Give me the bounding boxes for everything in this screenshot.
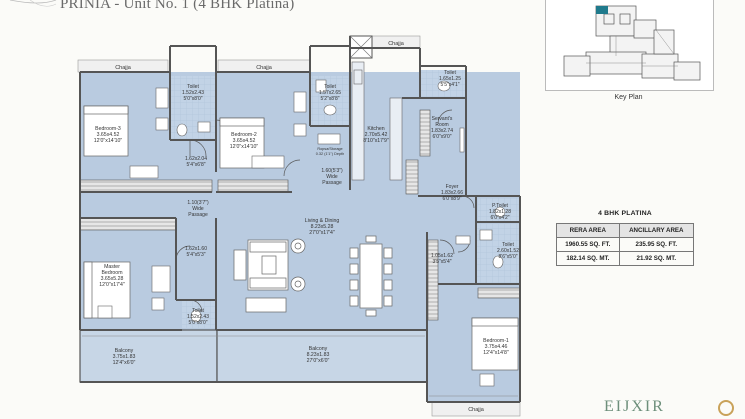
key-plan-drawing bbox=[563, 5, 701, 81]
balcony-1-metric: 3.75x1.83 bbox=[113, 354, 136, 360]
toilet-1-name: Toilet bbox=[187, 84, 199, 90]
bedroom-1-metric: 3.75x4.46 bbox=[485, 344, 508, 350]
balcony-2-imperial: 27'0"x6'0" bbox=[307, 358, 330, 364]
brand-mark-icon bbox=[718, 400, 734, 416]
chajja-bottom-label: Chajja bbox=[468, 407, 485, 413]
bedroom-1-name: Bedroom-1 bbox=[483, 338, 509, 344]
chajja-left-label: Chajja bbox=[115, 65, 132, 71]
foyer-name: Foyer bbox=[446, 184, 459, 190]
passage-5-metric: 1.05x1.62 bbox=[431, 253, 453, 259]
passage-4-imperial: 5'4"x5'3" bbox=[186, 252, 205, 258]
bedroom-2-imperial: 12'0"x14'10" bbox=[230, 144, 259, 150]
balcony-1-imperial: 12'4"x6'0" bbox=[113, 360, 136, 366]
passage-3-wide: Wide bbox=[192, 206, 204, 212]
bedroom-3-imperial: 12'0"x14'10" bbox=[94, 138, 123, 144]
page-title: PRINIA - Unit No. 1 (4 BHK Platina) bbox=[60, 0, 295, 12]
toilet-1-metric: 1.52x2.43 bbox=[182, 90, 204, 96]
passage-2-wide: Wide bbox=[326, 174, 338, 180]
servants-room-imperial: 6'0"x9'0" bbox=[432, 134, 451, 140]
ropsa-storage-name: Ropsa/Storage bbox=[317, 147, 342, 151]
living-dining-imperial: 27'0"x17'4" bbox=[309, 230, 335, 236]
toilet-5-name: Toilet bbox=[192, 308, 204, 314]
toilet-1-imperial: 5'0"x8'0" bbox=[183, 96, 202, 102]
table-row: 1960.55 SQ. FT. 235.95 SQ. FT. bbox=[556, 237, 695, 252]
toilet-3-imperial: 5'5"x4'1" bbox=[440, 82, 459, 88]
toilet-2-imperial: 5'2"x8'8" bbox=[320, 96, 339, 102]
kitchen-imperial: 8'10"x17'9" bbox=[363, 138, 389, 144]
passage-4-metric: 1.62x1.60 bbox=[185, 246, 207, 252]
area-rera-sqmt: 182.14 SQ. MT. bbox=[556, 251, 620, 266]
area-ancillary-sqmt: 21.92 SQ. MT. bbox=[618, 251, 695, 266]
area-table-title: 4 BHK PLATINA bbox=[598, 210, 652, 217]
p-toilet-name: P.Toilet bbox=[492, 203, 508, 209]
foyer-imperial: 6'0"x8'9" bbox=[442, 196, 461, 202]
living-dining-metric: 8.23x5.28 bbox=[311, 224, 334, 230]
area-ancillary-sqft: 235.95 SQ. FT. bbox=[618, 237, 695, 252]
balcony-2-metric: 8.23x1.83 bbox=[307, 352, 330, 358]
brand-logo: EIJXIR bbox=[604, 398, 665, 415]
servants-room-name-1: Servant's bbox=[432, 116, 453, 122]
toilet-3-name: Toilet bbox=[444, 70, 456, 76]
passage-2-name: Passage bbox=[322, 180, 342, 186]
balcony-left-area bbox=[79, 329, 218, 383]
toilet-2-metric: 1.57x2.65 bbox=[319, 90, 341, 96]
chajja-top-label: Chajja bbox=[388, 41, 405, 47]
chajja-mid-label: Chajja bbox=[256, 65, 273, 71]
ropsa-storage-dims: 0.32 (1'1") Depth bbox=[316, 152, 344, 156]
bedroom-3-metric: 3.65x4.52 bbox=[97, 132, 120, 138]
toilet-4-name: Toilet bbox=[502, 242, 514, 248]
passage-1-imperial: 5'4"x6'8" bbox=[186, 162, 205, 168]
living-dining-name: Living & Dining bbox=[305, 218, 340, 224]
balcony-2-name: Balcony bbox=[309, 346, 328, 352]
toilet-2-name: Toilet bbox=[324, 84, 336, 90]
table-row: 182.14 SQ. MT. 21.92 SQ. MT. bbox=[556, 251, 695, 266]
toilet-4-metric: 2.60x1.52 bbox=[497, 248, 519, 254]
floor-plan: Chajja Chajja Chajja Chajja Toilet 1.52x… bbox=[77, 35, 521, 417]
toilet-3-metric: 1.65x1.25 bbox=[439, 76, 461, 82]
area-table: 4 BHK PLATINA RERA AREA ANCILLARY AREA 1… bbox=[556, 210, 695, 266]
title-ornament bbox=[9, 0, 57, 7]
master-bedroom-metric: 3.65x5.28 bbox=[101, 276, 124, 282]
passage-1-metric: 1.62x2.04 bbox=[185, 156, 207, 162]
master-bedroom-imperial: 12'0"x17'4" bbox=[99, 282, 125, 288]
area-header-rera: RERA AREA bbox=[556, 223, 620, 238]
passage-3-metric: 1.10(3'7") bbox=[187, 200, 209, 206]
bedroom-3-name: Bedroom-3 bbox=[95, 126, 121, 132]
area-header-ancillary: ANCILLARY AREA bbox=[618, 223, 695, 238]
passage-3-name: Passage bbox=[188, 212, 208, 218]
passage-2-metric: 1.60(5'3") bbox=[321, 168, 343, 174]
toilet-5-imperial: 5'0"x8'0" bbox=[188, 320, 207, 326]
bedroom-2-name: Bedroom-2 bbox=[231, 132, 257, 138]
key-plan bbox=[545, 0, 714, 91]
foyer-metric: 1.83x2.66 bbox=[441, 190, 463, 196]
servants-room-name-2: Room bbox=[435, 122, 448, 128]
servants-room-metric: 1.83x2.74 bbox=[431, 128, 453, 134]
p-toilet-metric: 1.82x1.28 bbox=[489, 209, 511, 215]
master-bedroom-name-1: Master bbox=[104, 264, 120, 270]
bedroom-1-imperial: 12'4"x14'8" bbox=[483, 350, 509, 356]
toilet-4-imperial: 8'6"x5'0" bbox=[498, 254, 517, 260]
toilet-5-metric: 1.52x2.43 bbox=[187, 314, 209, 320]
balcony-1-name: Balcony bbox=[115, 348, 134, 354]
area-table-grid: RERA AREA ANCILLARY AREA 1960.55 SQ. FT.… bbox=[556, 223, 695, 266]
bedroom-2-metric: 3.65x4.52 bbox=[233, 138, 256, 144]
passage-5-imperial: 3'5"x5'4" bbox=[432, 259, 451, 265]
p-toilet-imperial: 6'0"x4'2" bbox=[490, 215, 509, 221]
kitchen-metric: 2.70x5.42 bbox=[365, 132, 388, 138]
area-rera-sqft: 1960.55 SQ. FT. bbox=[556, 237, 620, 252]
key-plan-label: Key Plan bbox=[614, 94, 643, 101]
master-bedroom-name-2: Bedroom bbox=[101, 270, 122, 276]
kitchen-name: Kitchen bbox=[367, 126, 384, 132]
